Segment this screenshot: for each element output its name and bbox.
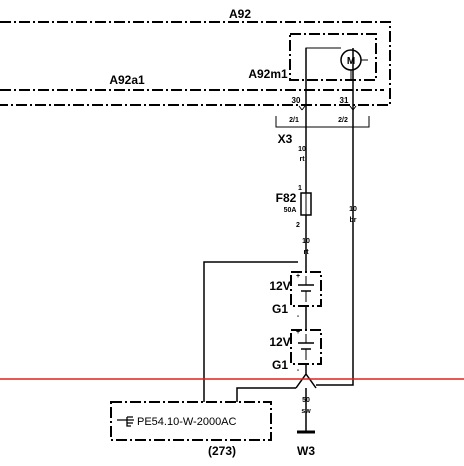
fuse-symbol-icon	[300, 192, 312, 216]
fuse-label: F82	[276, 191, 297, 205]
pin-2-2-label: 2/2	[338, 117, 348, 124]
reference-number: (273)	[208, 444, 236, 458]
wire-1-size: 10	[298, 146, 306, 153]
pin-2-1-label: 2/1	[289, 117, 299, 124]
battery-1-name: G1	[272, 302, 288, 316]
fuse-pin-2: 2	[296, 222, 300, 229]
motor-label: M	[347, 56, 355, 67]
a92-frame	[0, 21, 391, 106]
reference-wire	[203, 261, 298, 402]
reference-box[interactable]	[110, 401, 272, 441]
wire-3-size: 10	[349, 206, 357, 213]
wire-2-size: 10	[302, 238, 310, 245]
wire-2-color: rt	[303, 249, 309, 256]
a92-label: A92	[229, 7, 251, 21]
fuse-rating: 50A	[284, 207, 297, 214]
battery-2-plus: +	[296, 329, 300, 336]
battery-1-voltage: 12V	[269, 279, 290, 293]
wire-3-color: br	[350, 217, 357, 224]
reference-text[interactable]: PE54.10-W-2000AC	[137, 416, 237, 428]
battery-1-plus: +	[296, 273, 300, 280]
wire-1-color: rt	[299, 156, 305, 163]
pointing-hand-icon	[117, 416, 134, 427]
battery-1-minus: -	[297, 313, 300, 320]
battery-2-name: G1	[272, 358, 288, 372]
pin-31-label: 31	[340, 96, 349, 105]
ground-junction	[236, 364, 317, 432]
battery-2-voltage: 12V	[269, 335, 290, 349]
motor-symbol-icon	[305, 47, 368, 80]
fuse-pin-1: 1	[298, 185, 302, 192]
battery-2-minus: -	[297, 367, 300, 374]
pin-30-label: 30	[292, 96, 301, 105]
a92m1-label: A92m1	[248, 67, 288, 81]
ground-wire-size: 50	[302, 397, 310, 404]
ground-label: W3	[297, 444, 315, 458]
a92a1-label: A92a1	[109, 73, 145, 87]
wire-br	[316, 48, 354, 386]
ground-wire-color: sw	[301, 408, 311, 415]
a92m1-frame	[289, 33, 377, 81]
x3-label: X3	[278, 132, 293, 146]
